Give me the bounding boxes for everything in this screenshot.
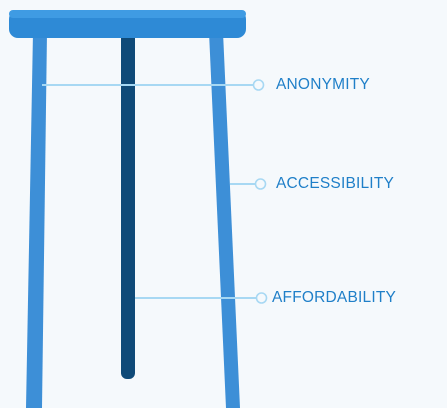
label-anonymity: ANONYMITY	[276, 76, 370, 93]
stool-seat-highlight	[9, 10, 246, 18]
label-affordability: AFFORDABILITY	[272, 289, 397, 306]
hollow-circle-icon	[252, 79, 265, 91]
stool-left-leg	[26, 32, 47, 408]
stool-right-leg	[209, 32, 240, 408]
hollow-circle-icon	[254, 178, 267, 190]
hollow-circle-icon	[255, 292, 268, 304]
label-accessibility: ACCESSIBILITY	[276, 175, 395, 192]
stool-back-leg	[121, 30, 135, 379]
